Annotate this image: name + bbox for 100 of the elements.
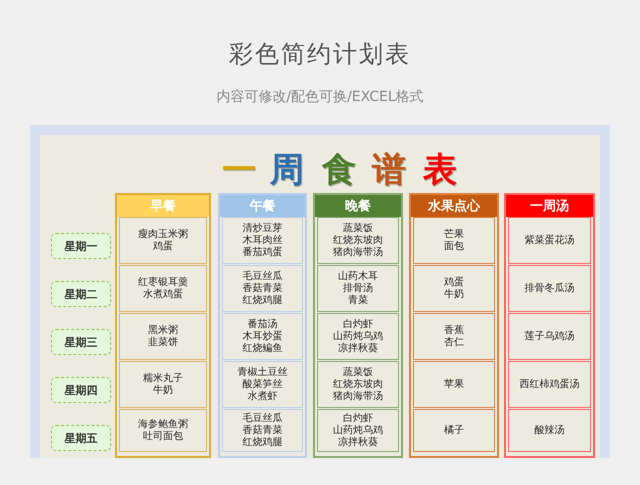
dish-name: 山药炖乌鸡: [333, 330, 383, 342]
dish-name: 青椒土豆丝: [238, 366, 288, 378]
dish-name: 瘦肉玉米粥: [138, 228, 188, 240]
dish-name: 海参鲍鱼粥: [138, 418, 188, 430]
dish-name: 猪肉海带汤: [333, 390, 383, 402]
column-header: 水果点心: [411, 195, 497, 217]
dish-name: 红烧东坡肉: [333, 234, 383, 246]
menu-cell: [119, 361, 207, 408]
menu-cell: [222, 217, 303, 264]
menu-cell: [222, 409, 303, 452]
dish-name: 西红柿鸡蛋汤: [520, 378, 580, 390]
menu-cell: [413, 361, 495, 408]
dish-name: 红烧鳊鱼: [242, 342, 282, 354]
dish-name: 苹果: [444, 378, 464, 390]
dish-name: 糯米丸子: [143, 372, 183, 384]
page-title: 彩色简约计划表: [228, 39, 412, 70]
menu-cell: [222, 265, 303, 312]
dish-name: 排骨汤: [343, 282, 373, 294]
column-header: 晚餐: [315, 195, 401, 217]
subtitle: 内容可修改/配色可换/EXCEL格式: [215, 88, 425, 106]
menu-column: [115, 193, 211, 458]
menu-cell: [508, 409, 591, 452]
dish-name: 水煮鸡蛋: [143, 288, 183, 300]
menu-cell: [413, 313, 495, 360]
dish-name: 香菇青菜: [242, 282, 282, 294]
dish-name: 韭菜饼: [148, 336, 178, 348]
heading-character: 一: [222, 150, 256, 190]
dish-name: 杏仁: [444, 336, 464, 348]
dish-name: 牛奶: [444, 288, 464, 300]
dish-name: 白灼虾: [343, 412, 373, 424]
dish-name: 番茄鸡蛋: [242, 246, 282, 258]
dish-name: 莲子乌鸡汤: [524, 330, 574, 342]
menu-cell: [508, 265, 591, 312]
menu-cell: [317, 313, 399, 360]
column-header: 早餐: [117, 195, 209, 217]
dish-name: 清炒豆芽: [242, 222, 282, 234]
day-label: 星期一: [51, 233, 111, 259]
dish-name: 猪肉海带汤: [333, 246, 383, 258]
dish-name: 毛豆丝瓜: [242, 270, 282, 282]
heading-character: 表: [423, 150, 457, 190]
dish-name: 木耳炒蛋: [242, 330, 282, 342]
dish-name: 木耳肉丝: [242, 234, 282, 246]
menu-cell: [317, 361, 399, 408]
dish-name: 酸辣汤: [534, 424, 564, 436]
dish-name: 凉拌秋葵: [338, 436, 378, 448]
menu-cell: [222, 361, 303, 408]
menu-column: [504, 193, 595, 458]
dish-name: 排骨冬瓜汤: [524, 282, 574, 294]
menu-cell: [413, 217, 495, 264]
column-header: 午餐: [220, 195, 305, 217]
day-label: 星期四: [51, 377, 111, 403]
heading-character: 周: [270, 150, 304, 190]
menu-cell: [119, 265, 207, 312]
dish-name: 凉拌秋葵: [338, 342, 378, 354]
dish-name: 水煮虾: [248, 390, 278, 402]
menu-cell: [317, 409, 399, 452]
menu-cell: [317, 217, 399, 264]
menu-cell: [508, 217, 591, 264]
column-header: 一周汤: [506, 195, 593, 217]
dish-name: 面包: [444, 240, 464, 252]
menu-column: [313, 193, 403, 458]
menu-cell: [119, 313, 207, 360]
menu-cell: [317, 265, 399, 312]
dish-name: 山药炖乌鸡: [333, 424, 383, 436]
dish-name: 鸡蛋: [444, 276, 464, 288]
menu-cell: [222, 313, 303, 360]
menu-cell: [508, 361, 591, 408]
dish-name: 红烧东坡肉: [333, 378, 383, 390]
menu-cell: [413, 265, 495, 312]
day-label: 星期三: [51, 329, 111, 355]
dish-name: 山药木耳: [338, 270, 378, 282]
heading-character: 谱: [372, 150, 406, 190]
menu-column: [218, 193, 307, 458]
dish-name: 吐司面包: [143, 430, 183, 442]
dish-name: 毛豆丝瓜: [242, 412, 282, 424]
dish-name: 鸡蛋: [153, 240, 173, 252]
day-label: 星期二: [51, 281, 111, 307]
dish-name: 香菇青菜: [242, 424, 282, 436]
heading-character: 食: [322, 150, 356, 190]
menu-column: [409, 193, 499, 458]
dish-name: 香蕉: [444, 324, 464, 336]
menu-cell: [413, 409, 495, 452]
menu-cell: [508, 313, 591, 360]
dish-name: 蔬菜饭: [343, 366, 373, 378]
dish-name: 红烧鸡腿: [242, 294, 282, 306]
dish-name: 黑米粥: [148, 324, 178, 336]
dish-name: 紫菜蛋花汤: [524, 234, 574, 246]
dish-name: 番茄汤: [248, 318, 278, 330]
dish-name: 蔬菜饭: [343, 222, 373, 234]
dish-name: 青菜: [348, 294, 368, 306]
dish-name: 酸菜笋丝: [242, 378, 282, 390]
dish-name: 红烧鸡腿: [242, 436, 282, 448]
menu-cell: [119, 217, 207, 264]
dish-name: 芒果: [444, 228, 464, 240]
dish-name: 橘子: [444, 424, 464, 436]
menu-cell: [119, 409, 207, 452]
day-label: 星期五: [51, 425, 111, 451]
dish-name: 牛奶: [153, 384, 173, 396]
dish-name: 白灼虾: [343, 318, 373, 330]
dish-name: 红枣银耳羹: [138, 276, 188, 288]
